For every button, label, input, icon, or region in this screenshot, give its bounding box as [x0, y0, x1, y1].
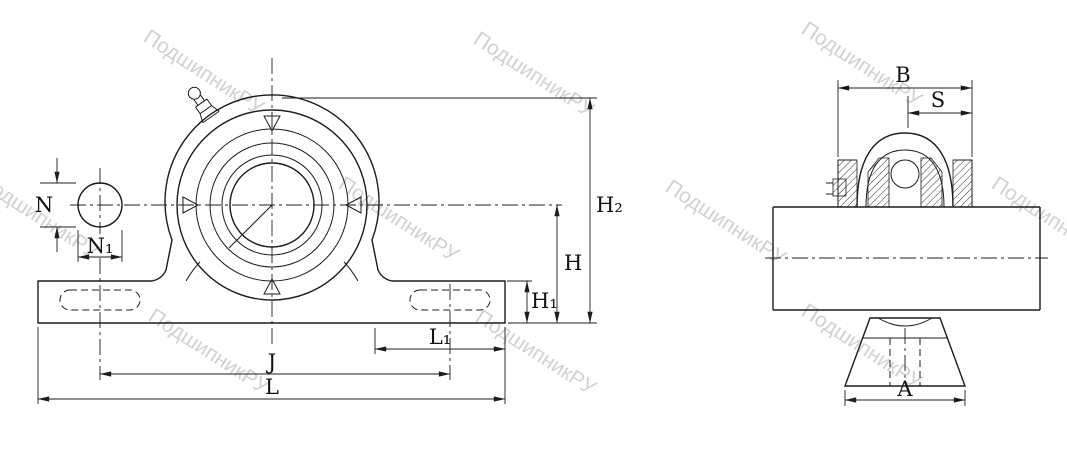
base-recess-arc — [877, 317, 933, 327]
dim-label-l: L — [265, 375, 279, 399]
watermark-text: ПодшипникРУ — [144, 304, 273, 399]
front-view: N N₁ H₂ H H₁ L₁ J L — [35, 58, 623, 404]
dim-label-n: N — [35, 193, 53, 217]
set-screw-lines — [826, 182, 833, 195]
watermark-text: ПодшипникРУ — [471, 305, 600, 400]
housing-dome — [856, 132, 954, 208]
base-slot-hidden — [889, 338, 921, 386]
watermark-text: ПодшипникРУ — [469, 27, 598, 122]
base-section — [843, 317, 967, 387]
dim-label-a: A — [896, 377, 913, 401]
ball — [890, 159, 920, 189]
housing-outline — [37, 94, 506, 324]
centerlines — [70, 58, 562, 380]
align-mark-bottom — [263, 277, 281, 295]
grease-fitting-body — [193, 94, 220, 124]
inner-ring-circle — [221, 154, 323, 256]
dim-label-h2: H₂ — [596, 193, 623, 217]
align-mark-left — [182, 196, 200, 214]
dim-label-h1: H₁ — [531, 289, 558, 313]
housing — [37, 94, 506, 324]
housing-seat-circle — [176, 109, 368, 301]
section-line — [228, 204, 273, 249]
bearing-section — [826, 132, 973, 208]
watermark-text: ПодшипникРУ — [987, 172, 1067, 267]
inner-ring-hatch — [952, 159, 973, 208]
dim-label-l1: L₁ — [429, 325, 451, 349]
ring-section-hatch — [920, 157, 943, 208]
grease-fitting — [187, 86, 220, 124]
left-rib — [185, 261, 201, 282]
bearing-rings — [176, 109, 368, 301]
dim-label-b: B — [895, 63, 910, 87]
right-rib — [343, 261, 359, 282]
bore-circle — [229, 162, 315, 248]
dim-label-s: S — [931, 88, 945, 112]
dim-label-n1: N₁ — [87, 234, 114, 258]
shaft-outline — [772, 206, 1041, 311]
raceway-circle — [209, 142, 335, 268]
grease-fitting-ball — [187, 86, 201, 100]
side-view: B S A — [765, 63, 1048, 406]
watermark-text: ПодшипникРУ — [661, 175, 790, 270]
dim-label-h: H — [564, 251, 582, 275]
outer-ring-circle — [195, 128, 349, 282]
right-bolt-slot — [409, 289, 491, 311]
set-screw — [832, 178, 847, 197]
left-bolt-slot — [59, 289, 141, 311]
dim-label-j: J — [266, 350, 276, 374]
base-outline — [843, 317, 967, 387]
side-dimensions: B S A — [837, 63, 973, 406]
front-dimensions: N N₁ H₂ H H₁ L₁ J L — [35, 97, 623, 404]
watermark-text: ПодшипникРУ — [139, 25, 268, 120]
align-mark-right — [344, 196, 362, 214]
ring-section-hatch — [867, 157, 890, 208]
bolt-hole-circle — [77, 182, 123, 228]
shaft — [772, 206, 1041, 311]
align-mark-top — [263, 115, 281, 133]
